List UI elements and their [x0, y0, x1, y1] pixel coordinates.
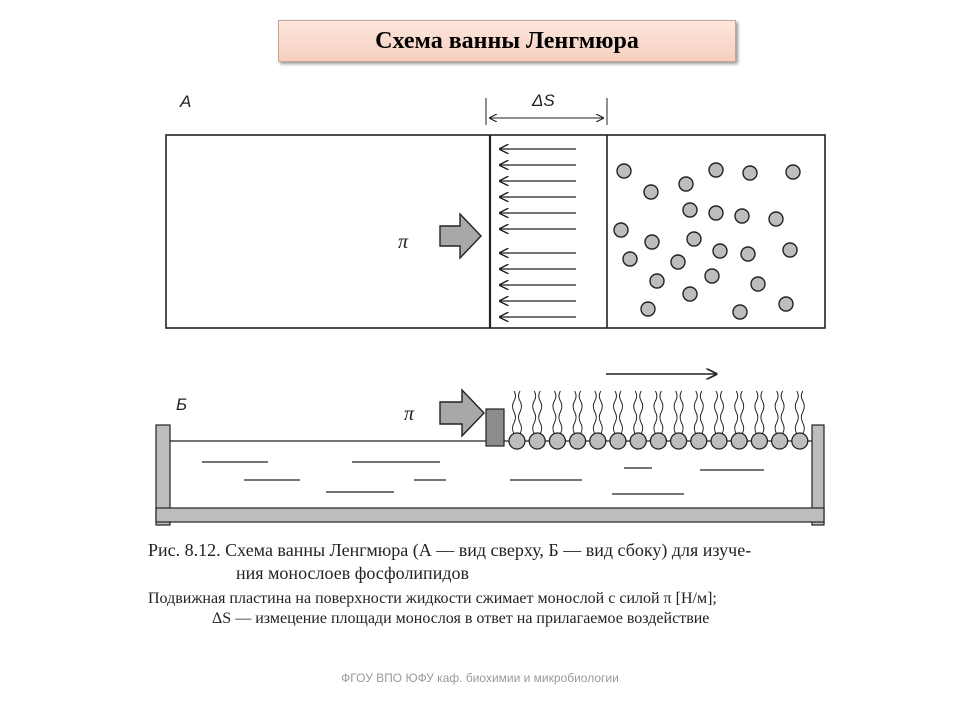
lipid-tail	[518, 390, 522, 435]
lipid-molecule	[750, 276, 766, 292]
lipid-head	[791, 432, 809, 450]
lipid-head	[528, 432, 546, 450]
compression-arrows	[500, 149, 576, 317]
lipid-tail	[558, 390, 563, 435]
lipid-head	[568, 432, 587, 450]
lipid-tail	[578, 390, 583, 435]
lipid-tail	[760, 390, 765, 435]
lipid-head	[710, 432, 728, 450]
lipid-head	[730, 432, 748, 450]
lipid-molecule	[742, 165, 758, 181]
lipid-head	[649, 432, 668, 450]
lipid-tail	[699, 390, 704, 435]
lipid-tail	[693, 390, 698, 435]
lipid-head	[690, 432, 708, 450]
lipid-molecule	[613, 222, 629, 238]
figure-note-line2: ΔS — измецение площади монослоя в ответ …	[212, 610, 710, 627]
view-a: А ΔS π	[165, 91, 826, 329]
lipid-tail	[740, 390, 745, 435]
lipid-tail	[512, 390, 516, 435]
push-arrow-a	[439, 212, 482, 260]
lipid-molecule	[682, 202, 698, 218]
lipid-tail	[720, 390, 724, 435]
trough-top-outline	[165, 134, 826, 329]
phospholipid-monolayer-side	[508, 390, 809, 450]
lipid-tail	[619, 390, 623, 435]
lipid-head	[629, 432, 647, 450]
lipid-head	[609, 432, 627, 450]
lipid-molecule	[708, 162, 724, 178]
view-a-label: А	[179, 92, 191, 111]
lipid-tail	[754, 390, 759, 435]
lipid-head	[750, 432, 769, 450]
trough-left-wall	[155, 424, 171, 526]
lipid-molecule	[740, 246, 756, 262]
lipid-tail	[613, 390, 617, 435]
lipid-molecule	[785, 164, 801, 180]
lipid-molecule	[640, 301, 656, 317]
lipid-tail	[552, 390, 557, 435]
lipid-head	[589, 432, 607, 450]
liquid-ripples	[202, 461, 764, 495]
slide-title: Схема ванны Ленгмюра	[375, 27, 639, 54]
delta-s-label: ΔS	[531, 91, 555, 110]
lipid-molecule	[644, 234, 660, 250]
lipid-molecule	[708, 205, 724, 221]
lipid-head	[508, 432, 526, 450]
view-b: Б π	[155, 374, 825, 526]
lipid-tail	[714, 390, 718, 435]
lipid-tail	[592, 390, 597, 435]
title-box: Схема ванны Ленгмюра	[278, 20, 736, 62]
lipid-tail	[538, 390, 543, 435]
view-b-label: Б	[176, 395, 187, 414]
lipid-tail	[639, 390, 644, 435]
lipid-head	[669, 432, 688, 450]
lipid-molecule	[643, 184, 659, 200]
lipid-head	[770, 432, 789, 450]
lipid-molecule	[782, 242, 798, 258]
lipid-tail	[780, 390, 785, 435]
lipid-molecule	[704, 268, 720, 284]
figure-caption-line2: ния монослоев фосфолипидов	[236, 563, 469, 583]
lipid-molecule	[622, 251, 638, 267]
lipid-tail	[532, 390, 537, 435]
lipid-molecule	[768, 211, 784, 227]
lipid-tail	[794, 390, 799, 435]
lipid-molecule	[686, 231, 702, 247]
lipid-tail	[774, 390, 779, 435]
lipid-tail	[679, 390, 684, 435]
figure-caption-line1: Рис. 8.12. Схема ванны Ленгмюра (А — вид…	[148, 540, 752, 560]
pi-label-a: π	[398, 231, 409, 253]
lipid-tail	[659, 390, 664, 435]
lipid-molecule	[712, 243, 728, 259]
push-arrow-b	[439, 388, 485, 438]
monolayer-molecules-top	[613, 162, 801, 320]
pi-label-b: π	[404, 403, 415, 425]
lipid-molecule	[734, 208, 750, 224]
lipid-molecule	[670, 254, 686, 270]
lipid-tail	[572, 390, 577, 435]
lipid-molecule	[778, 296, 794, 312]
lipid-molecule	[616, 163, 632, 179]
lipid-head	[548, 432, 567, 450]
movable-plate	[485, 408, 505, 447]
lipid-tail	[653, 390, 658, 435]
trough-right-wall	[811, 424, 825, 526]
lipid-tail	[673, 390, 678, 435]
lipid-molecule	[678, 176, 694, 192]
lipid-tail	[800, 390, 805, 435]
trough-bottom	[155, 507, 825, 523]
lipid-molecule	[649, 273, 665, 289]
figure-note-line1: Подвижная пластина на поверхности жидкос…	[148, 590, 717, 607]
lipid-molecule	[732, 304, 748, 320]
lipid-tail	[598, 390, 603, 435]
footer-text: ФГОУ ВПО ЮФУ каф. биохимии и микробиолог…	[341, 671, 619, 685]
lipid-molecule	[682, 286, 698, 302]
lipid-tail	[633, 390, 638, 435]
lipid-tail	[734, 390, 739, 435]
